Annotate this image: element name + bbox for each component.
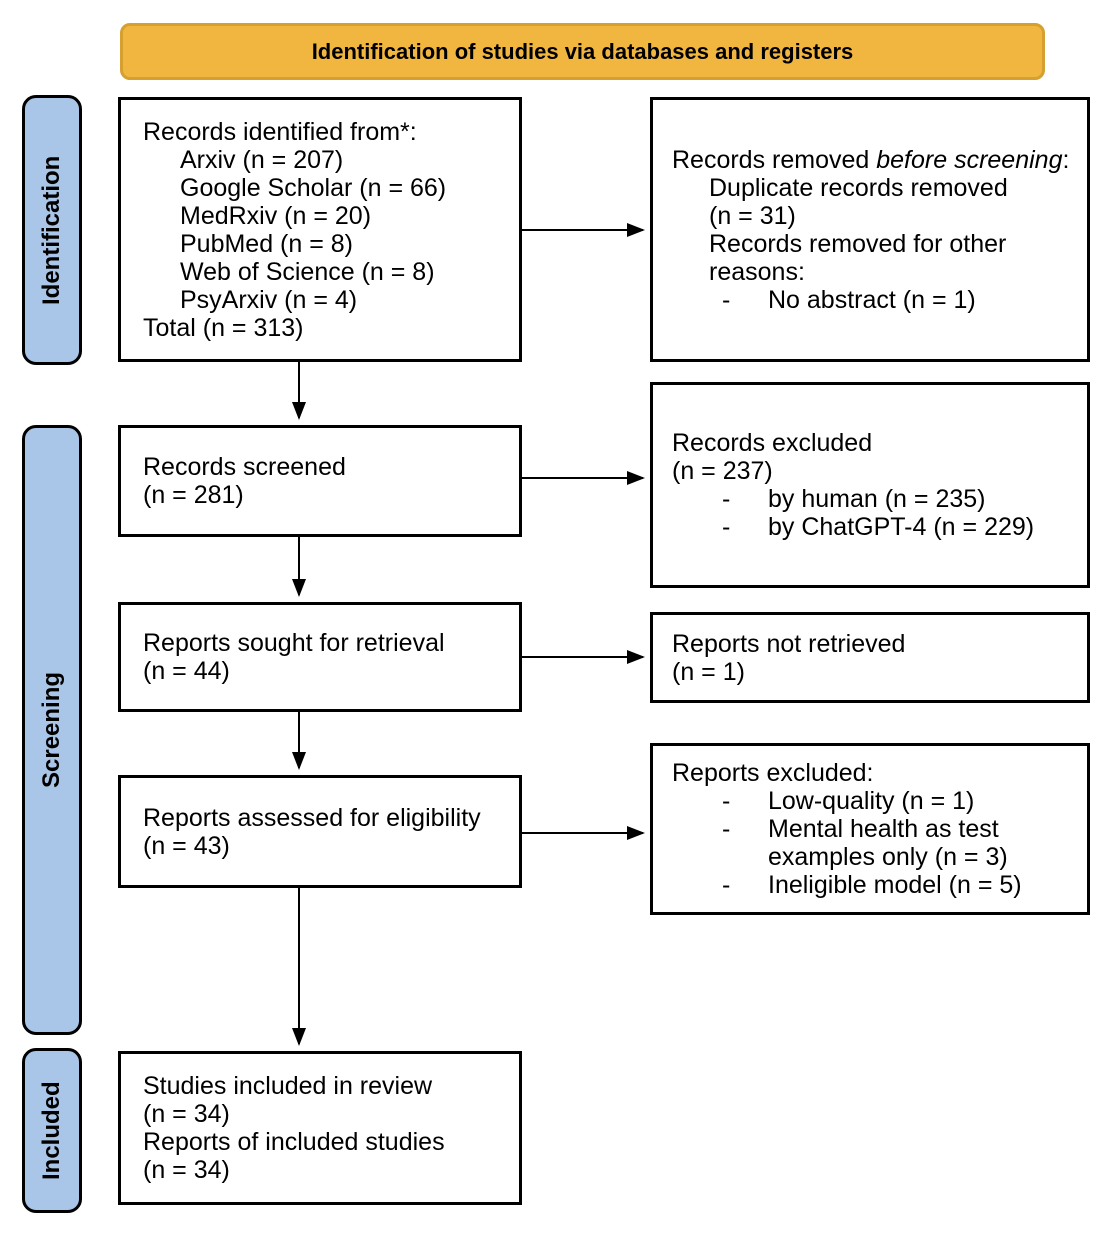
records-removed-title: Records removed before screening: <box>672 146 1083 174</box>
bullet-by-chatgpt4: - by ChatGPT-4 (n = 229) <box>672 513 1083 541</box>
bullet-low-quality: - Low-quality (n = 1) <box>672 787 1083 815</box>
bullet-ineligible-model: - Ineligible model (n = 5) <box>672 871 1083 899</box>
studies-included-count: (n = 34) <box>143 1100 230 1128</box>
reports-not-retrieved-count: (n = 1) <box>672 657 745 686</box>
bullet-no-abstract-text: No abstract (n = 1) <box>768 285 976 314</box>
bullet-mental-health-line2: examples only (n = 3) <box>768 843 1008 871</box>
box-records-identified: Records identified from*: Arxiv (n = 207… <box>118 97 522 362</box>
other-reasons-line2: reasons: <box>709 257 805 286</box>
reports-excluded-title: Reports excluded: <box>672 759 874 787</box>
source-google-scholar: Google Scholar (n = 66) <box>180 173 447 202</box>
bullet-dash: - <box>722 871 731 899</box>
box-reports-not-retrieved: Reports not retrieved (n = 1) <box>650 612 1090 703</box>
duplicates-removed-line1: Duplicate records removed <box>709 173 1008 202</box>
bullet-mental-health-line1: - Mental health as test <box>672 815 1083 843</box>
title-banner: Identification of studies via databases … <box>120 23 1045 80</box>
source-pubmed: PubMed (n = 8) <box>180 229 354 258</box>
records-identified-title: Records identified from*: <box>143 117 417 146</box>
stage-label-screening: Screening <box>22 425 82 1035</box>
reports-assessed-title: Reports assessed for eligibility <box>143 803 481 832</box>
records-screened-count: (n = 281) <box>143 481 244 509</box>
reports-assessed-count: (n = 43) <box>143 831 230 860</box>
records-removed-title-colon: : <box>1062 145 1070 174</box>
source-arxiv: Arxiv (n = 207) <box>180 145 344 174</box>
stage-label-identification: Identification <box>22 95 82 365</box>
source-web-of-science: Web of Science (n = 8) <box>180 257 435 286</box>
stage-label-screening-text: Screening <box>38 671 65 789</box>
records-identified-total: Total (n = 313) <box>143 313 304 342</box>
records-excluded-title: Records excluded <box>672 429 873 457</box>
bullet-by-human: - by human (n = 235) <box>672 485 1083 513</box>
source-medrxiv: MedRxiv (n = 20) <box>180 201 372 230</box>
bullet-dash: - <box>722 485 731 513</box>
bullet-low-quality-text: Low-quality (n = 1) <box>768 787 975 815</box>
studies-included-title: Studies included in review <box>143 1072 433 1100</box>
duplicates-removed-count: (n = 31) <box>709 201 796 230</box>
bullet-ineligible-model-text: Ineligible model (n = 5) <box>768 871 1022 899</box>
bullet-by-chatgpt4-text: by ChatGPT-4 (n = 229) <box>768 513 1035 541</box>
stage-label-included: Included <box>22 1048 82 1213</box>
records-removed-title-italic: before screening <box>876 145 1063 174</box>
stage-label-included-text: Included <box>38 1081 65 1180</box>
stage-label-identification-text: Identification <box>38 155 65 305</box>
reports-not-retrieved-title: Reports not retrieved <box>672 629 906 658</box>
source-psyarxiv: PsyArxiv (n = 4) <box>180 285 358 314</box>
bullet-no-abstract: - No abstract (n = 1) <box>672 286 1083 314</box>
reports-included-count: (n = 34) <box>143 1156 230 1184</box>
other-reasons-line1: Records removed for other <box>709 229 1007 258</box>
bullet-dash: - <box>722 787 731 815</box>
bullet-dash: - <box>722 815 731 843</box>
bullet-dash: - <box>722 285 731 314</box>
box-records-removed: Records removed before screening: Duplic… <box>650 97 1090 362</box>
records-screened-title: Records screened <box>143 453 346 481</box>
title-banner-label: Identification of studies via databases … <box>311 38 854 64</box>
box-reports-sought: Reports sought for retrieval (n = 44) <box>118 602 522 712</box>
box-reports-excluded: Reports excluded: - Low-quality (n = 1) -… <box>650 743 1090 915</box>
bullet-mental-health-text: Mental health as test <box>768 815 999 843</box>
reports-sought-title: Reports sought for retrieval <box>143 629 445 657</box>
reports-sought-count: (n = 44) <box>143 657 230 685</box>
records-excluded-count: (n = 237) <box>672 457 773 485</box>
box-records-excluded: Records excluded (n = 237) - by human (n … <box>650 382 1090 588</box>
box-reports-assessed: Reports assessed for eligibility (n = 43… <box>118 775 522 888</box>
box-studies-included: Studies included in review (n = 34) Repo… <box>118 1051 522 1205</box>
reports-included-title: Reports of included studies <box>143 1128 445 1156</box>
box-records-screened: Records screened (n = 281) <box>118 425 522 537</box>
bullet-dash: - <box>722 513 731 541</box>
bullet-by-human-text: by human (n = 235) <box>768 485 986 513</box>
records-removed-title-pre: Records removed <box>672 145 877 174</box>
